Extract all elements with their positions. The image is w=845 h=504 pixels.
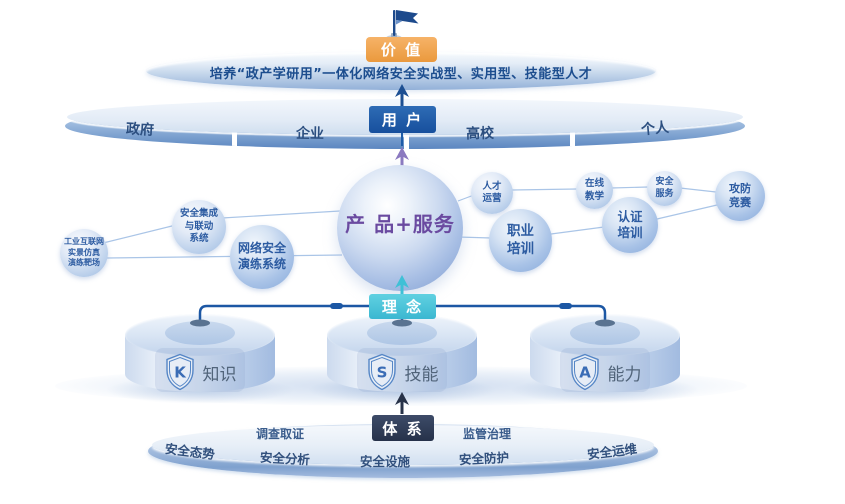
ring-item-facility: 安全设施 [359, 454, 410, 469]
bubble-industrial-range: 工业互联网 实景仿真 演练靶场 [60, 229, 108, 277]
system-badge: 体 系 [372, 415, 434, 441]
arrow-up-purple-icon [395, 147, 409, 169]
segment-divider [570, 127, 575, 149]
pillar-label: 技能 [404, 364, 439, 385]
bubble-talent-operation: 人才 运营 [471, 172, 513, 214]
ring-item-forensics: 调查取证 [255, 427, 304, 441]
shield-s-icon: S [367, 353, 396, 391]
arrow-up-teal-icon [395, 275, 409, 297]
core-label: 产 品+服务 [345, 212, 455, 236]
svg-text:S: S [376, 364, 387, 382]
svg-text:K: K [174, 364, 187, 382]
segment-divider [404, 127, 409, 149]
concept-badge: 理 念 [369, 294, 436, 319]
pillar-label: 能力 [607, 364, 642, 385]
arrow-up-navy-icon [395, 84, 409, 106]
bubble-security-service: 安全 服务 [647, 171, 682, 206]
user-stem-line [401, 133, 403, 146]
shield-a-icon: A [570, 353, 599, 391]
bubble-certification: 认证 培训 [602, 197, 658, 253]
bubble-attack-defense: 攻防 竞赛 [715, 171, 765, 221]
value-statement: 培养“政产学研用”一体化网络安全实战型、实用型、技能型人才 [209, 67, 593, 82]
value-badge: 价 值 [366, 37, 437, 62]
shield-k-icon: K [165, 353, 194, 391]
svg-text:A: A [579, 364, 591, 382]
bubble-security-integration: 安全集成 与联动 系统 [172, 200, 226, 254]
bubble-online-teaching: 在线 教学 [576, 172, 613, 209]
bubble-cyber-drill-system: 网络安全 演练系统 [230, 225, 294, 289]
bubble-vocational-training: 职业 培训 [489, 209, 552, 272]
ring-item-governance: 监管治理 [462, 427, 511, 441]
segment-divider [232, 127, 237, 149]
core-sphere [337, 165, 463, 291]
pillar-label: 知识 [202, 364, 237, 385]
pillar-skill: S 技能 [327, 314, 477, 394]
user-badge: 用 户 [369, 106, 436, 133]
arrow-up-dark-icon [395, 392, 409, 414]
